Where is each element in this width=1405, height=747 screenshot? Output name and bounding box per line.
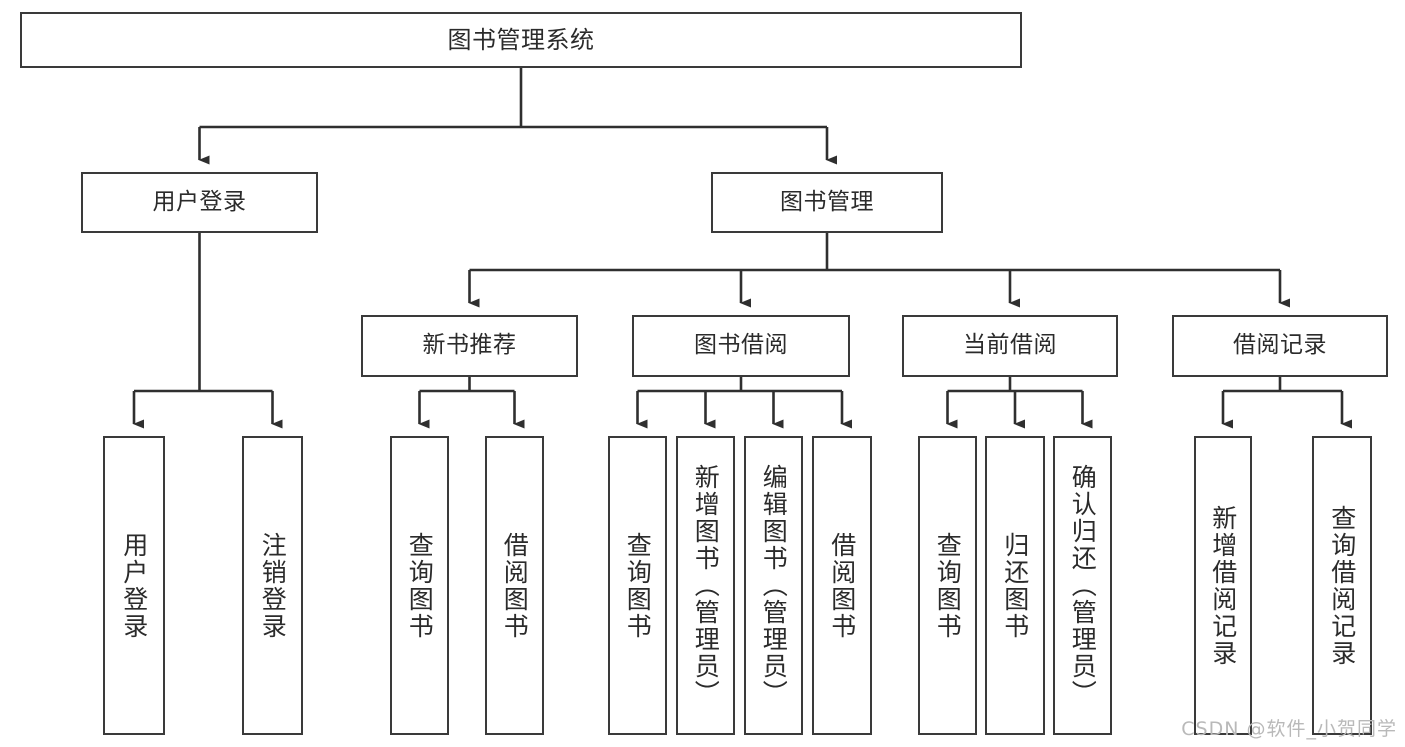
node-l_nb_borrow[interactable]: 借阅图书 xyxy=(485,436,544,735)
node-label: 借阅记录 xyxy=(1233,332,1327,359)
node-bookmgmt[interactable]: 图书管理 xyxy=(711,172,943,233)
node-l_cu_return[interactable]: 归还图书 xyxy=(985,436,1045,735)
node-label: 编辑图书（管理员） xyxy=(759,464,789,707)
node-records[interactable]: 借阅记录 xyxy=(1172,315,1388,377)
node-current[interactable]: 当前借阅 xyxy=(902,315,1118,377)
node-label: 查询图书 xyxy=(623,531,653,640)
node-l_login[interactable]: 用户登录 xyxy=(103,436,165,735)
node-l_rc_query[interactable]: 查询借阅记录 xyxy=(1312,436,1372,735)
node-l_cu_query[interactable]: 查询图书 xyxy=(918,436,977,735)
node-label: 图书管理系统 xyxy=(447,25,595,54)
node-label: 用户登录 xyxy=(119,531,149,640)
node-label: 查询图书 xyxy=(933,531,963,640)
node-label: 当前借阅 xyxy=(963,332,1057,359)
node-l_rc_add[interactable]: 新增借阅记录 xyxy=(1194,436,1252,735)
node-login[interactable]: 用户登录 xyxy=(81,172,318,233)
node-l_bw_query[interactable]: 查询图书 xyxy=(608,436,667,735)
node-label: 新书推荐 xyxy=(422,332,517,359)
node-borrow[interactable]: 图书借阅 xyxy=(632,315,850,377)
node-label: 注销登录 xyxy=(258,531,288,640)
node-newbook[interactable]: 新书推荐 xyxy=(361,315,578,377)
node-label: 用户登录 xyxy=(152,188,247,215)
node-l_bw_borrow[interactable]: 借阅图书 xyxy=(812,436,872,735)
node-l_nb_query[interactable]: 查询图书 xyxy=(390,436,449,735)
node-root[interactable]: 图书管理系统 xyxy=(20,12,1022,68)
node-label: 借阅图书 xyxy=(500,531,530,640)
node-l_cu_ok[interactable]: 确认归还（管理员） xyxy=(1053,436,1112,735)
node-label: 查询图书 xyxy=(405,531,435,640)
node-label: 确认归还（管理员） xyxy=(1068,464,1098,707)
node-label: 归还图书 xyxy=(1000,531,1030,640)
node-label: 查询借阅记录 xyxy=(1327,504,1357,667)
node-label: 新增图书（管理员） xyxy=(691,464,721,707)
node-l_bw_add[interactable]: 新增图书（管理员） xyxy=(676,436,735,735)
node-label: 图书借阅 xyxy=(694,332,788,359)
node-label: 借阅图书 xyxy=(827,531,857,640)
watermark-label: CSDN @软件_小贺同学 xyxy=(1181,718,1397,740)
node-l_logout[interactable]: 注销登录 xyxy=(242,436,303,735)
node-label: 新增借阅记录 xyxy=(1208,504,1238,667)
node-l_bw_edit[interactable]: 编辑图书（管理员） xyxy=(744,436,803,735)
node-label: 图书管理 xyxy=(780,188,874,215)
